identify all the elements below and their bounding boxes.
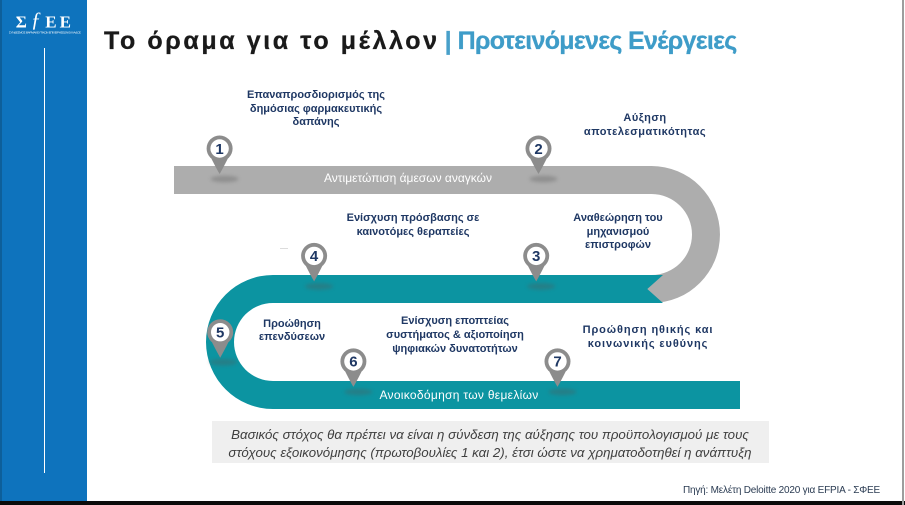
svg-text:3: 3 (532, 248, 540, 265)
svg-text:E: E (60, 13, 71, 32)
svg-text:E: E (45, 13, 56, 32)
svg-text:ΣΥΝΔΕΣΜΟΣ ΦΑΡΜΑΚΕΥΤΙΚΩΝ ΕΠΙΧΕΙ: ΣΥΝΔΕΣΜΟΣ ΦΑΡΜΑΚΕΥΤΙΚΩΝ ΕΠΙΧΕΙΡΗΣΕΩΝ ΕΛΛ… (9, 30, 81, 34)
svg-text:Σ: Σ (16, 13, 27, 32)
svg-text:5: 5 (216, 325, 224, 342)
svg-text:7: 7 (553, 354, 561, 371)
svg-text:2: 2 (534, 141, 542, 158)
svg-text:6: 6 (349, 354, 357, 371)
svg-text:1: 1 (215, 141, 223, 158)
svg-text:ƒ: ƒ (31, 7, 42, 31)
svg-text:4: 4 (310, 248, 319, 265)
